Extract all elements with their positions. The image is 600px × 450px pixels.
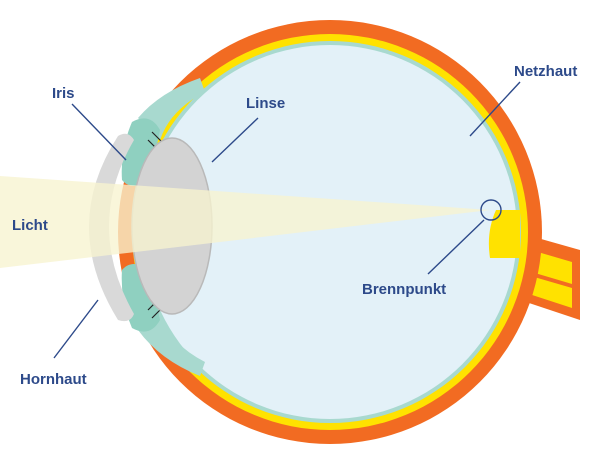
focal-point-marker — [480, 199, 502, 221]
optic-disc — [488, 210, 520, 258]
leader-brennpunkt — [427, 219, 485, 275]
label-hornhaut: Hornhaut — [20, 371, 87, 388]
label-iris: Iris — [52, 85, 75, 102]
leader-netzhaut — [469, 81, 521, 137]
leader-linse — [211, 117, 259, 163]
leader-iris — [71, 103, 127, 161]
cornea — [89, 133, 134, 322]
label-netzhaut: Netzhaut — [514, 63, 577, 80]
label-licht: Licht — [12, 217, 48, 234]
ciliary-body-lower — [138, 314, 205, 376]
light-beam — [0, 176, 490, 268]
leader-hornhaut — [53, 299, 99, 359]
label-linse: Linse — [246, 95, 285, 112]
label-brennpunkt: Brennpunkt — [362, 281, 446, 298]
